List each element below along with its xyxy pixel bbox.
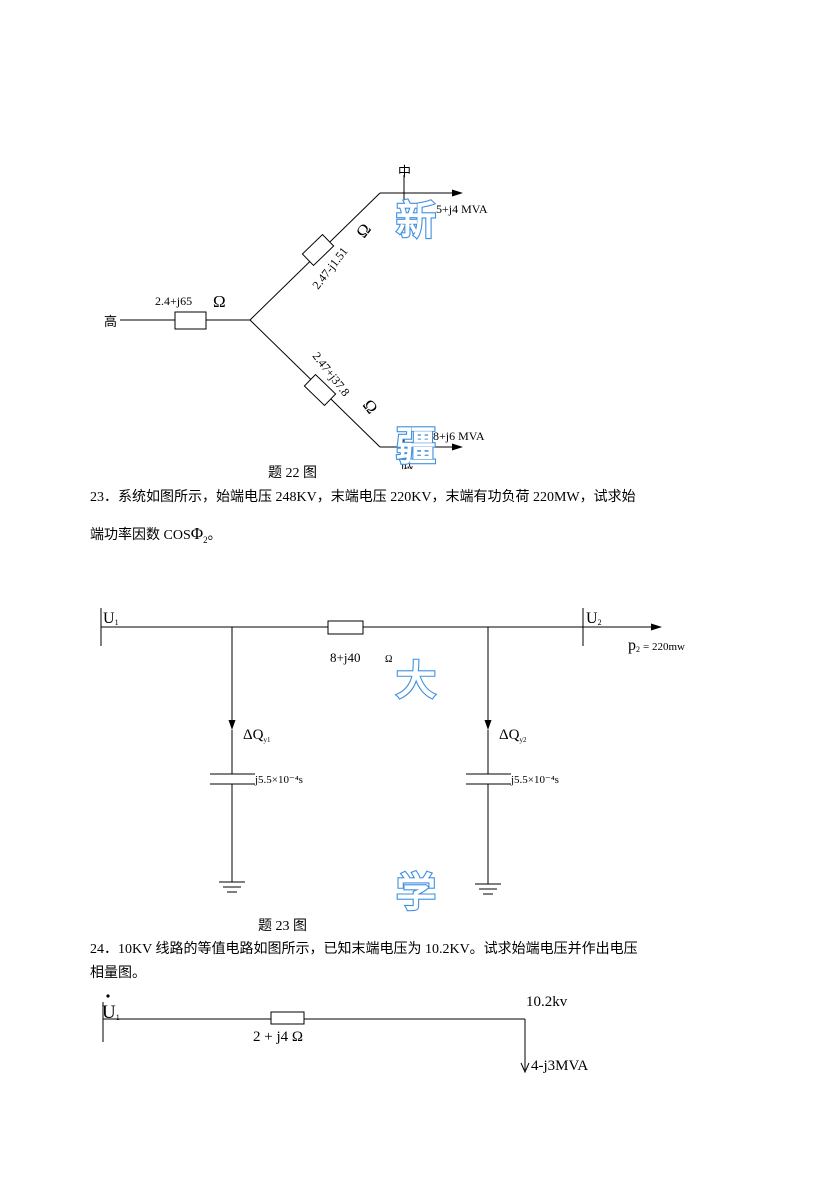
phasor-dot bbox=[106, 994, 110, 998]
figure-22-caption: 题 22 图 bbox=[268, 466, 317, 480]
u2-label: U2 bbox=[586, 610, 602, 627]
node-mid-label: 中 bbox=[398, 164, 411, 179]
capacitor-1-value: j5.5×10⁻⁴s bbox=[254, 774, 303, 786]
question-23-line-1: 23．系统如图所示，始端电压 248KV，末端电压 220KV，末端有功负荷 2… bbox=[90, 490, 636, 505]
question-23-line-2: 端功率因数 COSΦ2。 bbox=[90, 518, 770, 556]
question-24-line-1: 24．10KV 线路的等值电路如图所示，已知末端电压为 10.2KV。试求始端电… bbox=[90, 942, 638, 957]
load-mid-value: 5+j4 MVA bbox=[436, 202, 488, 216]
question-23-text: 端功率因数 COS bbox=[90, 528, 191, 543]
figure-23-caption: 题 23 图 bbox=[258, 919, 307, 934]
node-low-label: 低 bbox=[400, 456, 413, 471]
impedance-mid bbox=[301, 233, 335, 267]
phi-subscript: 2 bbox=[203, 534, 208, 545]
capacitor-2-value: j5.5×10⁻⁴s bbox=[510, 774, 559, 786]
figure-22-diagram: 中 高 低 2.4+j65 Ω 2.47-j1.51 Ω 2.47+j37.8 … bbox=[104, 164, 488, 480]
impedance-low bbox=[303, 373, 337, 407]
line-impedance bbox=[327, 620, 364, 635]
line-impedance-24 bbox=[270, 1011, 305, 1025]
omega-low: Ω bbox=[359, 396, 382, 418]
figure-24-diagram: U1 2 + j4 Ω 10.2kv 4-j3MVA bbox=[102, 994, 588, 1074]
impedance-high-value: 2.4+j65 bbox=[155, 294, 192, 308]
load-low-value: 8+j6 MVA bbox=[433, 429, 485, 443]
node-high-label: 高 bbox=[104, 314, 117, 329]
end-voltage-value: 10.2kv bbox=[526, 994, 568, 1010]
load-value: 4-j3MVA bbox=[531, 1058, 588, 1074]
question-23-end: 。 bbox=[207, 528, 222, 543]
figure-23-diagram: U1 U2 p2= 220mw 8+j40 Ω ΔQy1 ΔQy2 j5.5×1… bbox=[100, 608, 685, 934]
dq-y2-label: ΔQy2 bbox=[499, 727, 527, 744]
omega-mid: Ω bbox=[352, 220, 375, 242]
phi-symbol: Φ bbox=[190, 524, 204, 543]
question-24-line-2: 相量图。 bbox=[90, 966, 146, 981]
line-impedance-value: 8+j40 bbox=[330, 650, 360, 665]
omega-high: Ω bbox=[213, 292, 226, 311]
line-impedance-24-value: 2 + j4 Ω bbox=[253, 1029, 303, 1045]
u1-phasor-label: U1 bbox=[102, 1002, 120, 1023]
u1-label: U1 bbox=[103, 610, 119, 627]
p2-label: p2= 220mw bbox=[628, 637, 685, 654]
dq-y1-label: ΔQy1 bbox=[243, 727, 271, 744]
line-impedance-omega: Ω bbox=[385, 654, 392, 665]
impedance-high bbox=[174, 311, 207, 330]
